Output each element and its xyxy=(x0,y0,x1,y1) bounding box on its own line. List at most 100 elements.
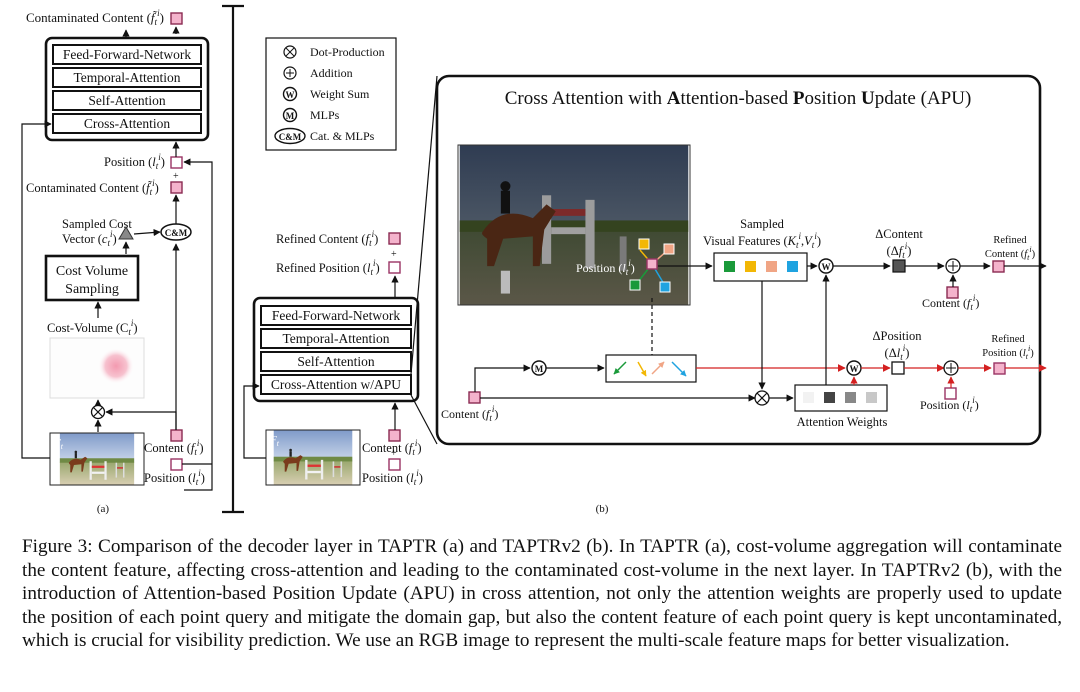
cost-volume-sampling-block xyxy=(44,254,140,302)
sampling-image xyxy=(457,144,691,306)
delta-position-box xyxy=(891,361,905,375)
block-self-attention-b: Self-Attention xyxy=(260,351,412,372)
addition-icon-position xyxy=(943,360,959,376)
svg-text:Ft: Ft xyxy=(269,434,280,448)
attention-weight-cell xyxy=(824,392,835,403)
block-cross-attention-apu: Cross-Attention w/APU xyxy=(260,374,412,395)
panel-b: Refined Content (fti) + Refined Position… xyxy=(243,75,609,515)
position-label-a: Position (lti) xyxy=(104,152,165,171)
svg-text:(Δlti): (Δlti) xyxy=(885,343,910,362)
sampled-features-box xyxy=(713,252,808,282)
block-self-attention-a: Self-Attention xyxy=(52,90,202,111)
panel-a-caption: (a) xyxy=(97,503,110,515)
dot-product-icon-b xyxy=(754,390,770,406)
svg-text:Cat. & MLPs: Cat. & MLPs xyxy=(310,129,375,143)
legend-mlps: M MLPs xyxy=(282,107,340,123)
sampled-cost-label: Sampled Cost xyxy=(62,217,132,231)
attention-weight-cell xyxy=(866,392,877,403)
refined-content-label-zoom: Refined xyxy=(993,235,1027,246)
dot-product-icon-a xyxy=(90,404,106,420)
content-input-label-a: Content (fti) xyxy=(144,438,204,457)
contaminated-content-output-query xyxy=(170,12,183,25)
contaminated-content-query xyxy=(170,181,183,194)
refined-position-query-zoom xyxy=(993,362,1006,375)
content-query-a xyxy=(170,429,183,442)
weight-sum-icon-top: W xyxy=(818,258,834,274)
refined-position-query-b xyxy=(388,261,401,274)
svg-text:Temporal-Attention: Temporal-Attention xyxy=(73,70,180,85)
delta-content-label: ΔContent xyxy=(875,227,923,241)
svg-text:Sampling: Sampling xyxy=(65,282,119,297)
content-in-label: Content (fti) xyxy=(441,404,498,423)
delta-position-label: ΔPosition xyxy=(872,329,922,343)
legend-cat-mlps: C&M Cat. & MLPs xyxy=(274,127,375,145)
position-query-a xyxy=(170,156,183,169)
block-ffn-b: Feed-Forward-Network xyxy=(260,305,412,326)
contaminated-content-label: Contaminated Content (f̃ti) xyxy=(26,178,159,197)
refined-content-query-b xyxy=(388,232,401,245)
attention-weight-cell xyxy=(845,392,856,403)
content-input-label-b: Content (fti) xyxy=(362,438,422,457)
mlp-icon: M xyxy=(531,360,547,376)
apu-title: Cross Attention with Attention-based Pos… xyxy=(505,88,972,109)
svg-text:Vector (cti): Vector (cti) xyxy=(62,229,117,248)
svg-text:Feed-Forward-Network: Feed-Forward-Network xyxy=(272,308,400,323)
figure-3-diagram: Contaminated Content (f̃ti) Feed-Forward… xyxy=(21,4,1047,515)
delta-content-box xyxy=(892,259,906,273)
position-point-label: Position (lti) xyxy=(576,258,635,277)
svg-text:(Δfti): (Δfti) xyxy=(887,241,912,260)
content-query-b xyxy=(388,429,401,442)
contaminated-content-output-label: Contaminated Content (f̃ti) xyxy=(26,8,164,27)
position-input-label-a: Position (lti) xyxy=(144,468,205,487)
svg-text:+: + xyxy=(391,249,397,260)
feature-cell xyxy=(724,261,735,272)
sampling-points: Position (lti) xyxy=(576,238,675,293)
svg-text:W: W xyxy=(286,90,295,100)
position-query-input-a xyxy=(170,458,183,471)
position-query-input-b xyxy=(388,458,401,471)
triangle-icon xyxy=(118,226,134,240)
svg-text:MLPs: MLPs xyxy=(310,108,340,122)
svg-text:W: W xyxy=(850,364,859,374)
attention-weight-cell xyxy=(803,392,814,403)
attention-weights-label: Attention Weights xyxy=(797,415,888,429)
feature-cell xyxy=(787,261,798,272)
svg-text:Ft: Ft xyxy=(53,437,64,451)
position-add-label: Position (lti) xyxy=(920,395,979,414)
svg-text:Addition: Addition xyxy=(310,66,353,80)
legend-weight-sum: W Weight Sum xyxy=(282,86,370,102)
feature-map-image-b: Ft xyxy=(265,429,361,486)
svg-text:W: W xyxy=(822,262,831,272)
apu-zoom-panel: Cross Attention with Attention-based Pos… xyxy=(435,74,1047,446)
legend-dot-production: Dot-Production xyxy=(283,45,385,59)
legend-addition: Addition xyxy=(283,66,353,80)
svg-text:Feed-Forward-Network: Feed-Forward-Network xyxy=(63,47,191,62)
svg-text:Temporal-Attention: Temporal-Attention xyxy=(282,331,389,346)
svg-text:Self-Attention: Self-Attention xyxy=(88,93,165,108)
legend: Dot-Production Addition W Weight Sum M M… xyxy=(265,37,397,151)
weight-sum-icon-bottom: W xyxy=(846,360,862,376)
refined-content-query-zoom xyxy=(992,260,1005,273)
svg-text:+: + xyxy=(173,171,179,182)
svg-text:Position (lti): Position (lti) xyxy=(982,344,1034,361)
svg-text:Weight Sum: Weight Sum xyxy=(310,87,370,101)
svg-text:C&M: C&M xyxy=(165,228,188,238)
panel-a: Contaminated Content (f̃ti) Feed-Forward… xyxy=(21,8,213,515)
block-temporal-attention-a: Temporal-Attention xyxy=(52,67,202,88)
block-temporal-attention-b: Temporal-Attention xyxy=(260,328,412,349)
refined-position-label-b: Refined Position (lti) xyxy=(276,258,380,277)
svg-text:M: M xyxy=(286,111,295,121)
feature-cell xyxy=(745,261,756,272)
svg-text:Cross-Attention w/APU: Cross-Attention w/APU xyxy=(271,377,401,392)
attention-weights-box xyxy=(794,384,888,412)
addition-icon-content xyxy=(945,258,961,274)
svg-text:Cost Volume: Cost Volume xyxy=(56,264,128,279)
svg-text:M: M xyxy=(535,364,544,374)
panel-divider xyxy=(222,4,244,514)
svg-text:+: + xyxy=(391,448,397,459)
content-in-query xyxy=(468,391,481,404)
content-add-label: Content (fti) xyxy=(922,293,979,312)
svg-text:Cross-Attention: Cross-Attention xyxy=(84,116,170,131)
cost-volume-label: Cost-Volume (Cti) xyxy=(47,318,138,337)
refined-position-label-zoom: Refined xyxy=(991,334,1025,345)
